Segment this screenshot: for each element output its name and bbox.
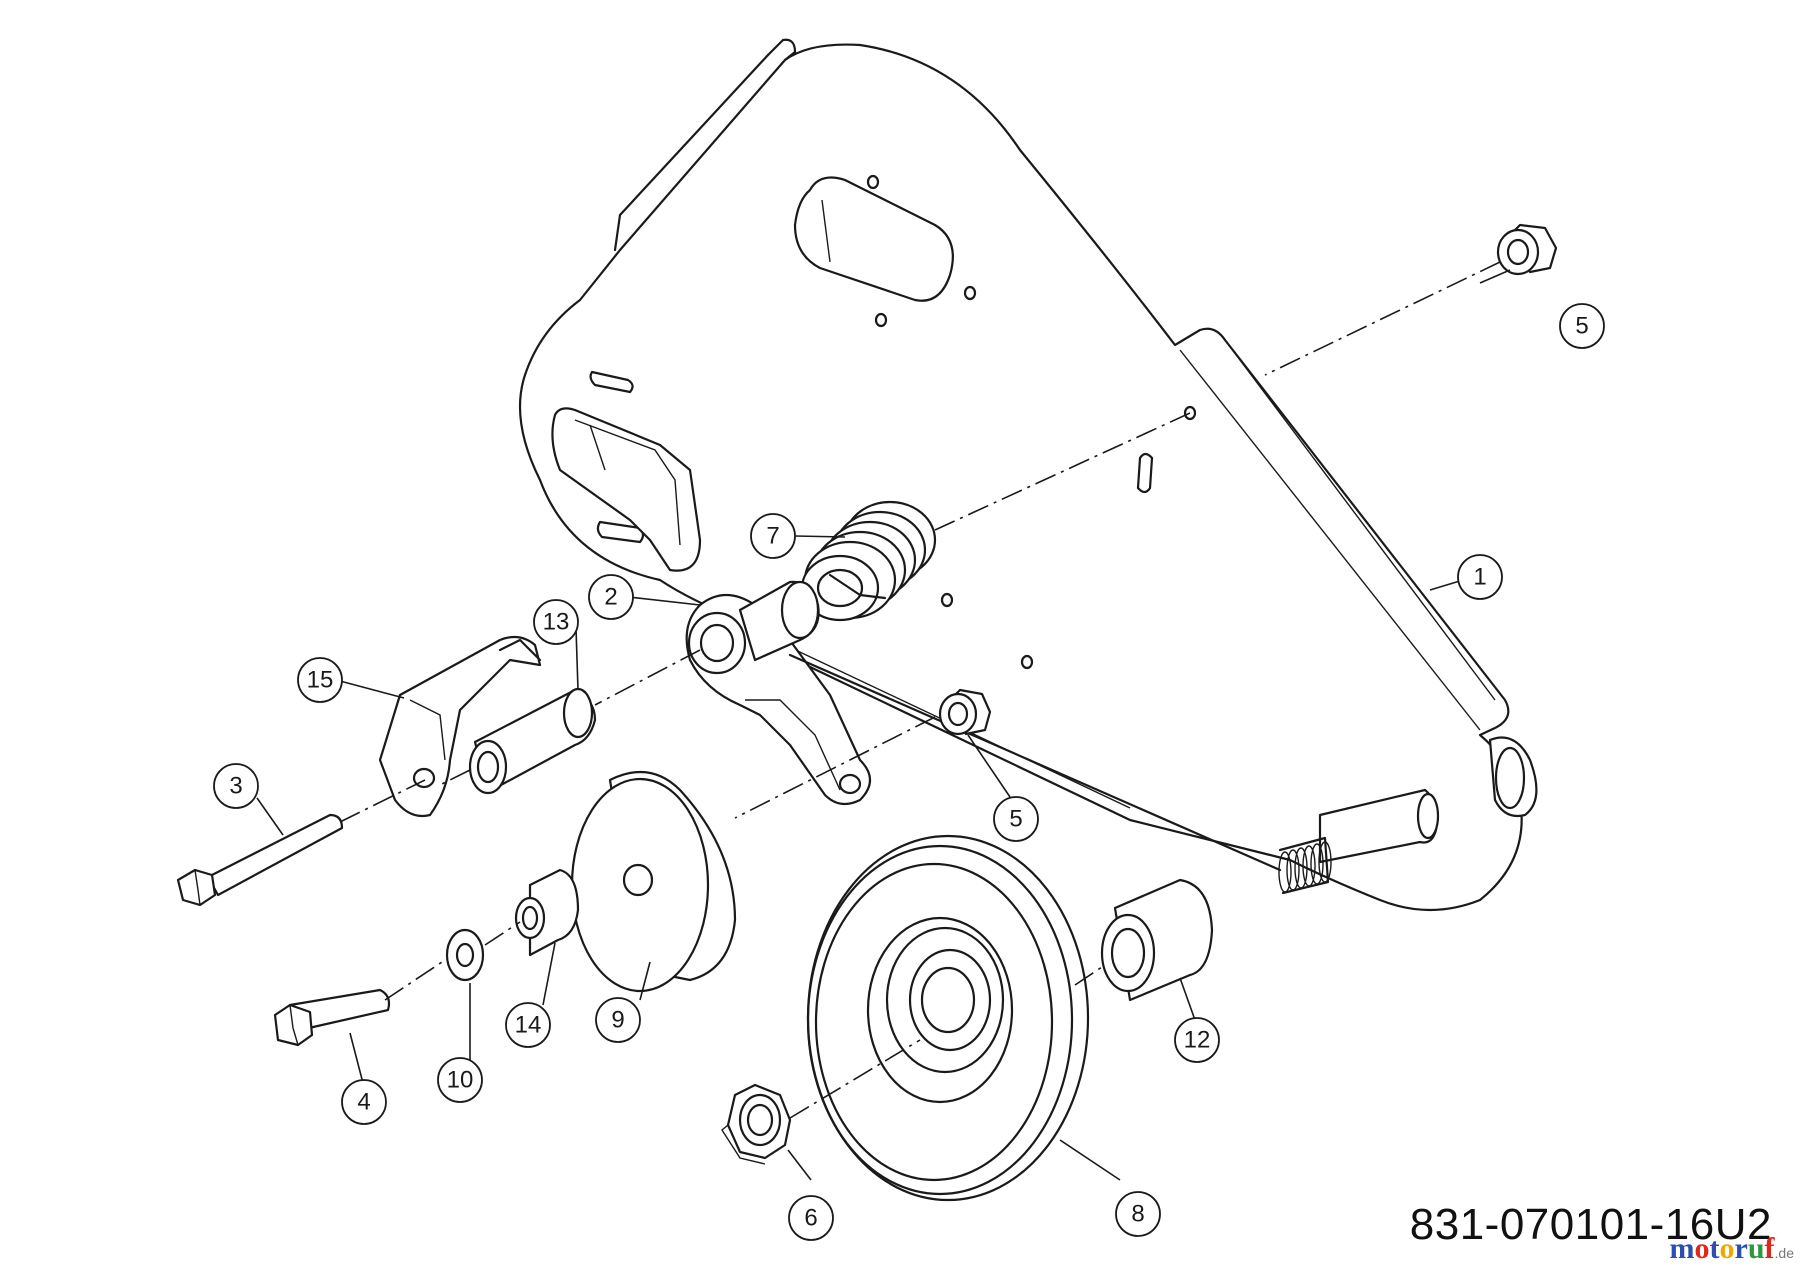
callout-5b: 5 xyxy=(993,796,1039,842)
callout-14: 14 xyxy=(505,1002,551,1048)
callout-8: 8 xyxy=(1115,1191,1161,1237)
watermark-letter: o xyxy=(1719,1232,1735,1265)
svg-text:14: 14 xyxy=(515,1012,542,1039)
callout-13: 13 xyxy=(533,599,579,645)
callout-1: 1 xyxy=(1457,554,1503,600)
callout-2: 2 xyxy=(588,574,634,620)
svg-text:13: 13 xyxy=(543,609,570,636)
svg-text:3: 3 xyxy=(229,773,242,800)
callout-3: 3 xyxy=(213,763,259,809)
svg-text:12: 12 xyxy=(1184,1027,1211,1054)
part-8-v-pulley xyxy=(806,834,1090,1202)
watermark-text: motoruf xyxy=(1670,1232,1775,1265)
svg-text:1: 1 xyxy=(1473,564,1486,591)
svg-text:7: 7 xyxy=(766,523,779,550)
watermark-letter: u xyxy=(1747,1232,1765,1265)
part-9-flat-pulley xyxy=(570,770,737,993)
watermark-suffix: .de xyxy=(1774,1245,1794,1261)
part-5-flange-nut-mid xyxy=(938,688,992,736)
part-12-spacer xyxy=(1100,878,1214,1002)
svg-text:2: 2 xyxy=(604,584,617,611)
watermark-letter: m xyxy=(1669,1232,1695,1265)
part-7-torsion-spring xyxy=(800,500,937,622)
callout-4: 4 xyxy=(341,1079,387,1125)
watermark-letter: f xyxy=(1764,1232,1775,1265)
callout-6: 6 xyxy=(788,1195,834,1241)
callout-15: 15 xyxy=(297,657,343,703)
callout-9: 9 xyxy=(595,997,641,1043)
watermark-letter: r xyxy=(1734,1232,1748,1265)
part-5-flange-nut-top xyxy=(1496,223,1558,276)
svg-text:10: 10 xyxy=(447,1067,474,1094)
leader-lines xyxy=(256,269,1511,1181)
watermark-letter: o xyxy=(1694,1232,1710,1265)
part-1-mounting-plate xyxy=(518,38,1538,912)
watermark-logo: motoruf.de xyxy=(1670,1232,1794,1266)
diagram-part-number: 831-070101-16U2 xyxy=(1409,1200,1772,1249)
svg-text:8: 8 xyxy=(1131,1201,1144,1228)
part-2-idler-arm xyxy=(685,580,1282,872)
part-6-lock-nut xyxy=(721,1083,792,1165)
svg-text:6: 6 xyxy=(804,1205,817,1232)
svg-text:5: 5 xyxy=(1009,806,1022,833)
callouts: 1 2 3 4 5 5 6 7 xyxy=(213,303,1605,1241)
svg-text:9: 9 xyxy=(611,1007,624,1034)
assembly-centerlines xyxy=(339,261,1501,1119)
svg-text:15: 15 xyxy=(307,667,334,694)
svg-text:4: 4 xyxy=(357,1089,370,1116)
callout-12: 12 xyxy=(1174,1017,1220,1063)
svg-text:5: 5 xyxy=(1575,313,1588,340)
callout-10: 10 xyxy=(437,1057,483,1103)
part-10-washer xyxy=(445,928,485,982)
part-4-short-bolt xyxy=(273,988,391,1047)
part-15-bracket xyxy=(378,635,542,818)
watermark-letter: t xyxy=(1709,1232,1720,1265)
part-3-long-bolt xyxy=(176,813,344,907)
part-13-spacer-tube xyxy=(468,687,597,795)
threaded-stud xyxy=(1278,841,1332,893)
callout-5a: 5 xyxy=(1559,303,1605,349)
callout-7: 7 xyxy=(750,513,796,559)
part-14-bushing xyxy=(514,868,580,957)
